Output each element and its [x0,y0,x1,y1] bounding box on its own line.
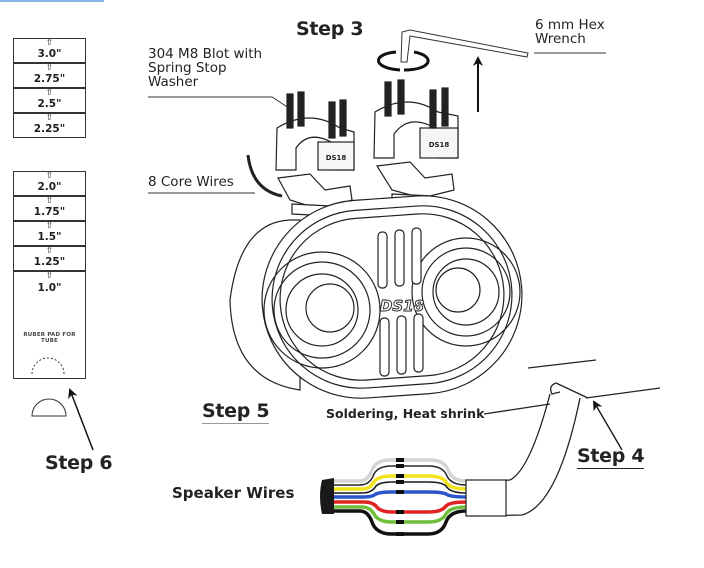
arrow-up-icon: ⇧ [45,113,54,123]
speaker-wire-harness [332,458,467,536]
tube-clamp-left: DS18 [275,91,355,217]
bolt-callout: 304 M8 Blot with Spring Stop Washer [148,46,263,90]
step-3-label: Step 3 [296,18,364,40]
pad-size-cell: ⇧2.5" [14,89,85,114]
step-4-label: Step 4 [577,445,645,469]
bolt-callout-line [148,96,293,111]
pad-size-cell: ⇧2.75" [14,64,85,89]
pad-note: RUBER PAD FOR TUBE [23,332,76,344]
pad-size-cell: ⇧ 1.0" RUBER PAD FOR TUBE [14,272,85,378]
speaker-pod: DS18 [229,195,523,399]
step6-arrow-icon [68,388,94,451]
speaker-wires-callout: Speaker Wires [172,484,295,502]
tube-pipe [469,359,661,517]
pad-size-cell: ⇧1.5" [14,222,85,247]
cable-sheath [465,479,507,517]
wire-plug-cap [320,478,334,514]
arrow-up-icon: ⇧ [45,63,54,73]
soldering-callout: Soldering, Heat shrink [326,406,485,421]
core-wire-lead [246,154,283,198]
pad-size-cell: ⇧1.25" [14,247,85,272]
arrow-up-icon: ⇧ [45,246,54,256]
core-wires-callout: 8 Core Wires [148,174,234,190]
rotate-arrow-icon [377,50,430,72]
svg-text:DS18: DS18 [326,154,347,162]
pad-size-cell: ⇧2.0" [14,172,85,197]
rubber-pad-shape [31,398,67,417]
rubber-pad-sizes-small: ⇧2.0" ⇧1.75" ⇧1.5" ⇧1.25" ⇧ 1.0" RUBER P… [13,171,86,379]
speaker-brand-logo: DS18 [380,297,424,315]
arrow-up-icon: ⇧ [45,171,54,181]
step4-arrow-icon [592,400,623,451]
step-5-label: Step 5 [202,400,270,424]
hex-wrench-icon [400,29,529,63]
pad-size-cell: ⇧1.75" [14,197,85,222]
arrow-up-icon: ⇧ [45,271,54,281]
tube-clamp-right: DS18 [373,79,459,209]
arrow-up-icon: ⇧ [45,88,54,98]
pad-size-cell: ⇧3.0" [14,39,85,64]
wrench-callout: 6 mm Hex Wrench [535,17,605,47]
step-6-label: Step 6 [45,452,113,474]
top-accent-bar [0,0,104,2]
arrow-up-icon: ⇧ [45,196,54,206]
arrow-up-icon: ⇧ [45,38,54,48]
rubber-pad-sizes-large: ⇧3.0" ⇧2.75" ⇧2.5" ⇧2.25" [13,38,86,138]
svg-text:DS18: DS18 [429,141,450,149]
arrow-up-icon: ⇧ [45,221,54,231]
pad-cutout-outline [31,357,65,375]
pad-size-cell: ⇧2.25" [33,113,66,136]
